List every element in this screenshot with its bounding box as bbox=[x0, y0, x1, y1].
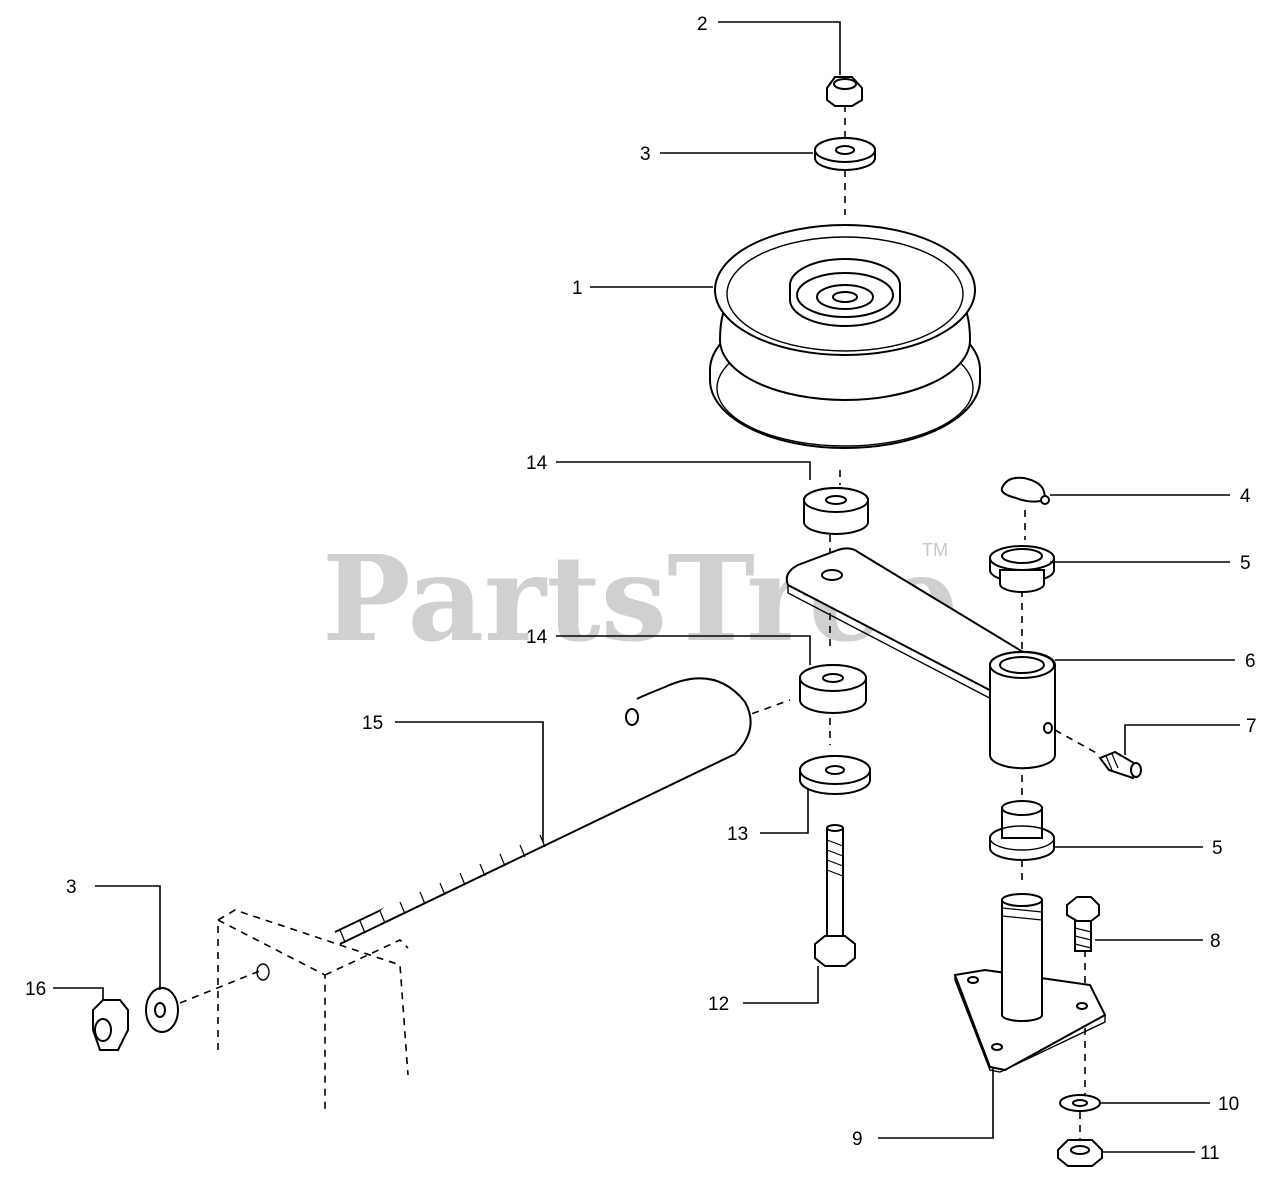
callout-3-left: 3 bbox=[66, 877, 77, 898]
bolt-small bbox=[1066, 896, 1100, 952]
washer-bottom bbox=[1059, 1094, 1101, 1112]
bushing-lower bbox=[989, 800, 1055, 861]
callout-13: 13 bbox=[727, 824, 748, 845]
callout-4: 4 bbox=[1240, 486, 1251, 507]
callout-11: 11 bbox=[1200, 1143, 1220, 1164]
idler-arm bbox=[785, 547, 1056, 770]
callout-14-lower: 14 bbox=[526, 627, 548, 648]
pivot-mount bbox=[953, 893, 1107, 1073]
callout-14-upper: 14 bbox=[526, 453, 548, 474]
callout-6: 6 bbox=[1245, 651, 1256, 672]
spacer-upper bbox=[803, 487, 869, 535]
callout-15: 15 bbox=[362, 713, 383, 734]
spacer-lower bbox=[799, 664, 867, 714]
retaining-clip bbox=[1000, 476, 1050, 505]
grease-fitting bbox=[1098, 750, 1142, 780]
leader-lines bbox=[53, 21, 1240, 1153]
callout-3-top: 3 bbox=[640, 144, 651, 165]
callout-10: 10 bbox=[1218, 1094, 1239, 1115]
hook-rod bbox=[334, 677, 752, 945]
callout-7: 7 bbox=[1246, 716, 1257, 737]
washer-middle bbox=[799, 755, 871, 795]
hex-nut-bottom bbox=[1057, 1139, 1103, 1167]
hex-nut-top bbox=[826, 76, 863, 107]
frame-bracket bbox=[217, 909, 409, 1110]
bolt-vertical bbox=[814, 824, 856, 967]
callout-1: 1 bbox=[572, 278, 583, 299]
callout-5-upper: 5 bbox=[1240, 553, 1251, 574]
callout-16: 16 bbox=[25, 979, 46, 1000]
washer-top bbox=[814, 137, 876, 171]
callout-9: 9 bbox=[852, 1129, 863, 1150]
watermark-trademark: TM bbox=[922, 540, 948, 560]
callout-12: 12 bbox=[708, 994, 729, 1015]
callout-8: 8 bbox=[1210, 931, 1221, 952]
bushing-upper bbox=[989, 545, 1055, 593]
callout-5-lower: 5 bbox=[1212, 838, 1223, 859]
callout-2: 2 bbox=[697, 14, 708, 35]
hex-nut-left bbox=[92, 999, 129, 1051]
pulley bbox=[709, 224, 981, 449]
callout-labels: 2 3 1 14 4 5 14 6 7 15 13 5 3 8 16 12 10… bbox=[25, 14, 1257, 1164]
washer-left bbox=[145, 987, 179, 1033]
